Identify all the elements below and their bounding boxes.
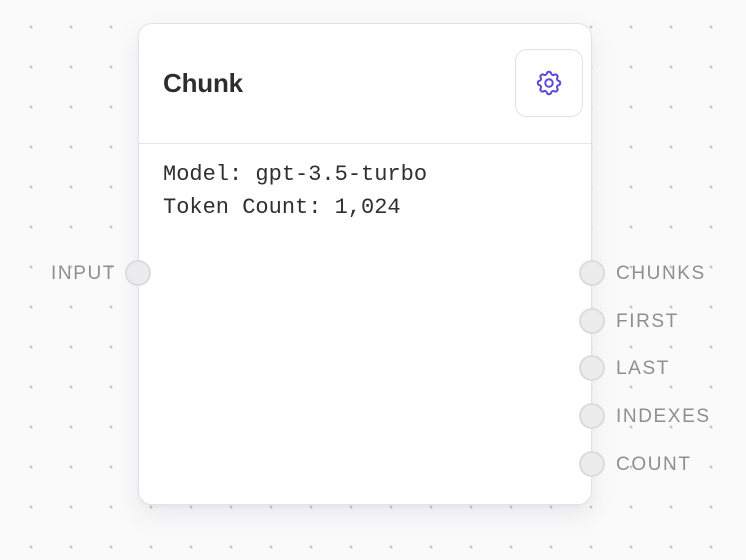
output-port-first[interactable]: [579, 308, 605, 334]
node-body: Model: gpt-3.5-turbo Token Count: 1,024: [163, 158, 427, 224]
settings-button[interactable]: [515, 49, 583, 117]
output-port-last[interactable]: [579, 355, 605, 381]
output-port-label-count: COUNT: [616, 454, 692, 475]
output-port-indexes[interactable]: [579, 403, 605, 429]
output-port-chunks[interactable]: [579, 260, 605, 286]
output-port-label-chunks: CHUNKS: [616, 263, 706, 284]
output-port-label-last: LAST: [616, 358, 670, 379]
output-port-label-first: FIRST: [616, 311, 679, 332]
chunk-node[interactable]: Chunk Model: gpt-3.5-turbo Token Count: …: [138, 23, 592, 505]
output-port-label-indexes: INDEXES: [616, 406, 711, 427]
input-port[interactable]: [125, 260, 151, 286]
token-count-line: Token Count: 1,024: [163, 195, 401, 220]
gear-icon: [536, 70, 562, 96]
input-port-label: INPUT: [51, 263, 116, 284]
node-header: Chunk: [139, 24, 591, 144]
output-port-count[interactable]: [579, 451, 605, 477]
model-line: Model: gpt-3.5-turbo: [163, 162, 428, 187]
node-title: Chunk: [163, 68, 243, 98]
